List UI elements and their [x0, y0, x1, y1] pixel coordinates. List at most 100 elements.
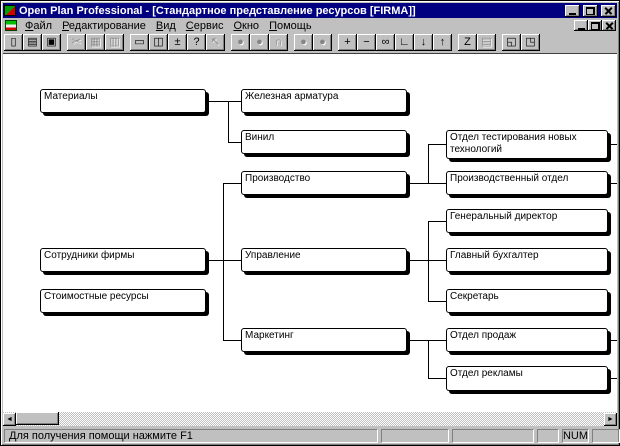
connector-line: [428, 378, 446, 379]
connector-line: [407, 183, 446, 184]
status-panel-extra-1: [381, 428, 449, 443]
toolbar-group: +−∞ ∟ ↓↑: [338, 34, 452, 51]
minimize-button[interactable]: [565, 4, 580, 17]
link-items-button[interactable]: ∞: [376, 34, 395, 51]
resource-tool-5-button: ●: [313, 34, 332, 51]
outline-level-icon: ∟: [399, 36, 410, 48]
connector-line: [608, 144, 617, 145]
print-icon: ▭: [134, 36, 145, 48]
tile-windows-button[interactable]: ◱: [502, 34, 521, 51]
document-system-menu-icon[interactable]: [5, 20, 17, 31]
connector-line: [407, 340, 446, 341]
menu-view[interactable]: Вид: [155, 19, 176, 32]
connector-line: [428, 340, 429, 378]
toolbar-group: ▭ ◫±? ↖: [130, 34, 225, 51]
resource-tool-2-icon: ●: [256, 36, 263, 48]
doc-restore-button[interactable]: [588, 20, 602, 31]
menu-bar: Файл Редактирование Вид Сервис Окно Помощь: [3, 18, 617, 33]
outline-level-button[interactable]: ∟: [395, 34, 414, 51]
context-help-icon: ↖: [210, 36, 221, 48]
menu-help[interactable]: Помощь: [269, 19, 312, 32]
resource-tool-3-icon: ∩: [274, 36, 283, 48]
help-icon: ?: [193, 36, 200, 48]
save-file-icon: ▣: [46, 36, 57, 48]
toolbar-group: Z▤: [458, 34, 496, 51]
connector-line: [206, 101, 241, 102]
save-file-button[interactable]: ▣: [42, 34, 61, 51]
minimize-icon: [569, 12, 576, 15]
resource-box-employees[interactable]: Сотрудники фирмы: [40, 248, 206, 272]
connector-line: [223, 340, 241, 341]
notes-button: ▤: [477, 34, 496, 51]
resource-tool-4-button: ●: [294, 34, 313, 51]
add-item-button[interactable]: +: [338, 34, 357, 51]
resource-tool-4-icon: ●: [300, 36, 307, 48]
open-file-icon: ▤: [27, 36, 38, 48]
sort-z-button[interactable]: Z: [458, 34, 477, 51]
help-button[interactable]: ?: [187, 34, 206, 51]
cut-button: ✂: [67, 34, 86, 51]
toolbar-group: ▯ ▤ ▣: [4, 34, 61, 51]
cut-icon: ✂: [71, 36, 82, 48]
toolbar-group: ◱◳: [502, 34, 540, 51]
print-button[interactable]: ▭: [130, 34, 149, 51]
resource-box-sales-dept[interactable]: Отдел продаж: [446, 328, 608, 352]
connector-line: [608, 378, 617, 379]
doc-minimize-button[interactable]: [574, 20, 588, 31]
horizontal-scrollbar[interactable]: ◄ ►: [3, 412, 617, 426]
menu-edit[interactable]: Редактирование: [62, 19, 146, 32]
status-bar: Для получения помощи нажмите F1 NUM: [3, 426, 620, 444]
move-down-button[interactable]: ↓: [414, 34, 433, 51]
add-item-icon: +: [344, 36, 351, 48]
scrollbar-thumb[interactable]: [16, 412, 59, 425]
link-items-icon: ∞: [381, 36, 390, 48]
resource-box-ad-dept[interactable]: Отдел рекламы: [446, 366, 608, 391]
doc-close-icon: [605, 22, 614, 30]
resource-box-vinyl[interactable]: Винил: [241, 130, 407, 154]
remove-item-icon: −: [363, 36, 370, 48]
connector-line: [608, 183, 617, 184]
scroll-right-button[interactable]: ►: [604, 412, 617, 426]
connector-line: [228, 101, 229, 142]
app-icon[interactable]: [4, 5, 16, 16]
resource-box-chief-accountant[interactable]: Главный бухгалтер: [446, 248, 608, 272]
resource-box-production-dept[interactable]: Производственный отдел: [446, 171, 608, 195]
menu-file[interactable]: Файл: [25, 19, 53, 32]
close-button[interactable]: [601, 4, 616, 17]
open-file-button[interactable]: ▤: [23, 34, 42, 51]
notes-icon: ▤: [481, 36, 492, 48]
connector-line: [428, 144, 446, 145]
restore-button[interactable]: [583, 4, 598, 17]
fit-to-window-button[interactable]: ◳: [521, 34, 540, 51]
resource-box-materials[interactable]: Материалы: [40, 89, 206, 113]
resource-box-management[interactable]: Управление: [241, 248, 407, 272]
resource-box-ceo[interactable]: Генеральный директор: [446, 209, 608, 233]
menu-service[interactable]: Сервис: [185, 19, 224, 32]
status-panel-extra-4: [592, 428, 620, 443]
menu-window[interactable]: Окно: [233, 19, 260, 32]
resource-box-marketing[interactable]: Маркетинг: [241, 328, 407, 352]
resource-box-cost-resources[interactable]: Стоимостные ресурсы: [40, 289, 206, 313]
print-preview-button[interactable]: ◫: [149, 34, 168, 51]
resource-box-iron-fittings[interactable]: Железная арматура: [241, 89, 407, 113]
move-up-button[interactable]: ↑: [433, 34, 452, 51]
remove-item-button[interactable]: −: [357, 34, 376, 51]
exchange-data-button[interactable]: ±: [168, 34, 187, 51]
resource-box-secretary[interactable]: Секретарь: [446, 289, 608, 313]
status-panel-help-message: Для получения помощи нажмите F1: [4, 428, 378, 443]
toolbar: ▯▤▣✂▦▥▭◫±?↖●●∩●●+−∞∟↓↑Z▤◱◳: [3, 33, 617, 54]
scroll-left-button[interactable]: ◄: [3, 412, 16, 426]
status-panel-num-lock: NUM: [562, 428, 589, 443]
resource-box-test-dept[interactable]: Отдел тестирования новых технологий: [446, 130, 608, 159]
resource-box-production[interactable]: Производство: [241, 171, 407, 195]
connector-line: [428, 144, 429, 183]
fit-to-window-icon: ◳: [525, 36, 536, 48]
doc-close-button[interactable]: [602, 20, 616, 31]
status-panel-extra-3: [537, 428, 559, 443]
copy-icon: ▦: [90, 36, 101, 48]
new-document-button[interactable]: ▯: [4, 34, 23, 51]
connector-line: [407, 260, 446, 261]
toolbar-group: ●●: [294, 34, 332, 51]
